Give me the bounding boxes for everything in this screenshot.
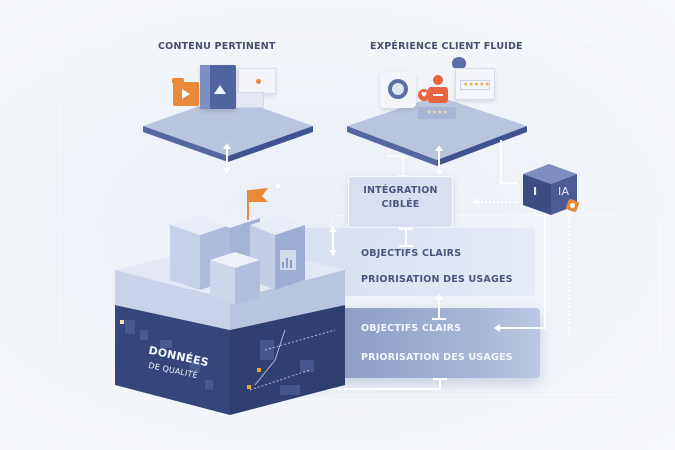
connector-arrow [332,230,334,252]
folder-play-icon [172,78,199,106]
arrow-up-icon [435,294,443,300]
rating-stars-icon: ★★★★ [418,107,456,119]
connector-line [386,155,403,157]
connector-cap [399,228,413,230]
dotted-connector [568,215,570,335]
integration-title-line2: CIBLÉE [381,199,420,210]
arrow-down-icon [435,170,443,176]
ai-cube-left-face: I [533,185,538,198]
support-agent-icon [428,87,448,103]
ai-cube[interactable]: I IA [520,160,582,220]
media-card-back-icon [236,92,264,108]
arrow-up-icon [435,145,443,151]
arrow-up-icon [223,143,231,149]
connector-arrow [226,146,228,172]
data-stack [110,180,350,430]
objectives-item: OBJECTIFS CLAIRS [361,248,462,259]
connector-line [544,208,546,328]
media-card-icon [238,68,276,94]
contenu-pertinent-title: CONTENU PERTINENT [158,41,276,52]
connector-line [439,378,441,389]
connector-line [500,182,518,184]
data-stack-illustration [115,184,345,415]
connector-line [500,327,546,329]
platform-diamond-icon [143,96,313,162]
arrow-left-icon [472,198,478,206]
experience-platform [347,78,527,183]
connector-cap [399,245,413,247]
connector-line [500,140,502,182]
priorisation-item-lower: PRIORISATION DES USAGES [361,352,513,363]
rating-stars-icon: ★★★★★ [460,80,490,90]
connector-arrow [438,298,440,318]
platform-diamond-icon [347,96,527,166]
priorisation-item: PRIORISATION DES USAGES [361,274,513,285]
connector-cap [433,378,447,380]
review-card-icon: ★★★★★ [455,68,495,100]
dotted-connector [478,201,518,203]
connector-arrow [438,148,440,174]
connector-line [402,155,404,175]
arrow-down-icon [329,250,337,256]
user-avatar-icon [380,72,416,108]
integration-title-line1: INTÉGRATION [363,185,438,196]
arrow-left-icon [494,324,500,332]
integration-panel: INTÉGRATION CIBLÉE [348,176,453,228]
cube-icon [523,164,577,215]
ai-cube-right-face: IA [558,185,570,198]
arrow-down-icon [223,168,231,174]
arrow-up-icon [329,226,337,232]
objectives-item-lower: OBJECTIFS CLAIRS [361,323,462,334]
experience-client-title: EXPÉRIENCE CLIENT FLUIDE [370,41,523,52]
background-frame [60,40,620,400]
chat-heart-icon [452,57,466,69]
document-image-icon [200,65,236,109]
support-agent-head-icon [433,75,443,85]
arrow-up-icon [565,210,573,216]
connector-line [405,228,407,246]
content-platform [143,78,313,178]
connector-cap [432,318,446,320]
connector-line [325,388,441,390]
heart-badge-icon: ♥ [418,89,430,101]
